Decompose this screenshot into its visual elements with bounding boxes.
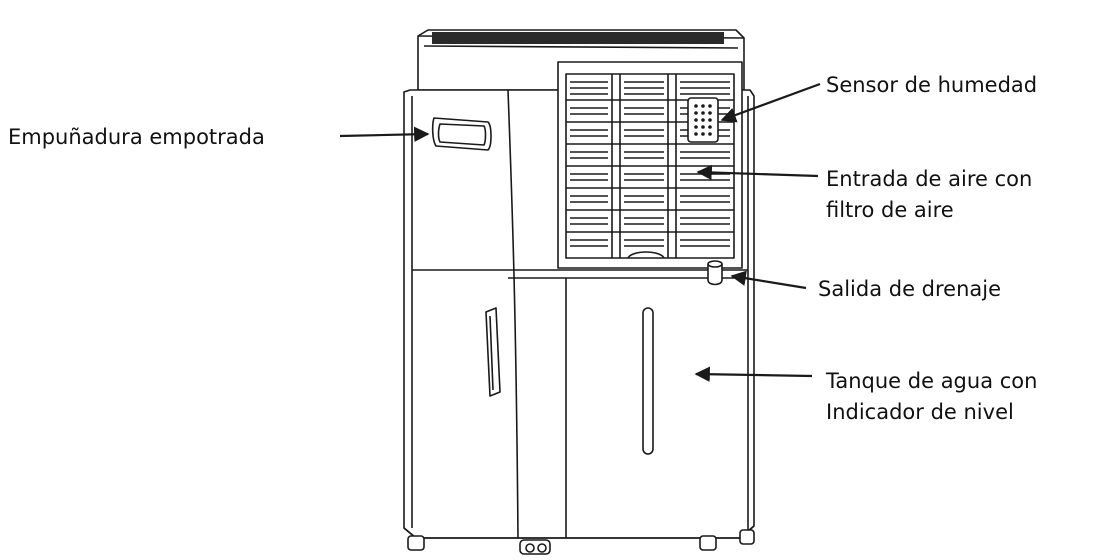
dehumidifier-unit xyxy=(403,29,755,555)
arrow-handle xyxy=(339,126,430,143)
arrow-drain xyxy=(730,270,807,290)
arrow-sensor xyxy=(720,82,821,123)
label-drain-outlet: Salida de drenaje xyxy=(818,277,1002,301)
label-water-tank: Tanque de agua con Indicador de nivel xyxy=(826,366,1037,428)
air-inlet-filter xyxy=(557,61,743,269)
label-water-tank-line2: Indicador de nivel xyxy=(826,400,1014,424)
callout-arrows xyxy=(339,82,821,382)
base-wheels xyxy=(403,525,755,555)
arrow-inlet xyxy=(696,164,819,181)
label-recessed-handle: Empuñadura empotrada xyxy=(8,125,265,149)
label-humidity-sensor: Sensor de humedad xyxy=(826,73,1038,97)
recessed-handle-upper xyxy=(431,117,492,151)
water-tank[interactable] xyxy=(565,278,654,538)
side-handle-lower xyxy=(485,307,501,397)
water-level-indicator xyxy=(642,307,654,455)
humidity-sensor-grille[interactable] xyxy=(687,97,719,143)
drain-outlet[interactable] xyxy=(707,260,723,286)
label-air-inlet: Entrada de aire con filtro de aire xyxy=(826,164,1032,226)
label-air-inlet-line2: filtro de aire xyxy=(826,198,954,222)
arrow-tank xyxy=(694,366,813,382)
label-air-inlet-line1: Entrada de aire con xyxy=(826,167,1033,191)
label-water-tank-line1: Tanque de agua con xyxy=(826,369,1038,393)
